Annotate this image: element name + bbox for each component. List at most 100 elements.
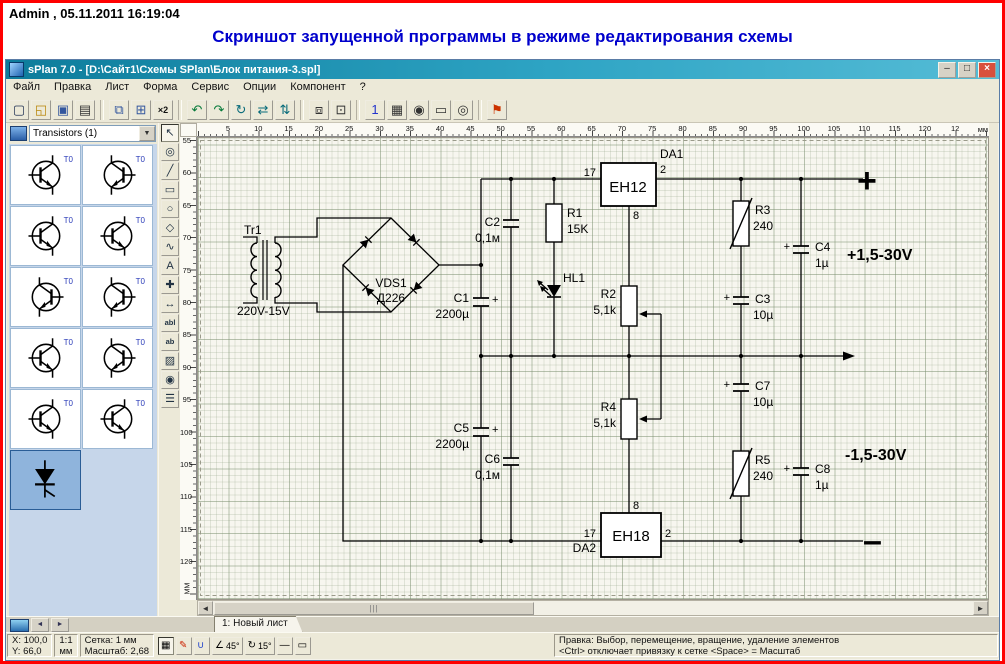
capacitor-c2[interactable] (503, 219, 519, 228)
print-button[interactable]: ▤ (75, 99, 95, 120)
rotate-button[interactable]: ↻ (231, 99, 251, 120)
resistor-r4[interactable] (620, 398, 638, 440)
schematic-svg[interactable]: Tr1 220V-15V VDS1 Д226 C2 0,1м C1 2200µ … (198, 138, 988, 599)
component-transformer-tr1[interactable] (250, 240, 282, 300)
library-item-9[interactable]: T0 (10, 389, 81, 449)
library-item-4[interactable]: T0 (82, 206, 153, 266)
label-c2[interactable]: C2 (485, 215, 501, 229)
maximize-button[interactable]: □ (958, 61, 976, 78)
library-item-6[interactable]: T0 (82, 267, 153, 327)
library-item-3[interactable]: T0 (10, 206, 81, 266)
redo-button[interactable]: ↷ (209, 99, 229, 120)
label-r3-value[interactable]: 240 (753, 219, 773, 233)
ungroup-button[interactable]: ⊡ (331, 99, 351, 120)
rectangle-tool[interactable]: ▭ (161, 181, 179, 199)
led-hl1[interactable] (537, 280, 561, 298)
library-item-1[interactable]: T0 (10, 145, 81, 205)
menu-item-file[interactable]: Файл (13, 81, 41, 93)
undo-button[interactable]: ↶ (187, 99, 207, 120)
label-c7-value[interactable]: 10µ (753, 395, 773, 409)
label-r2-value[interactable]: 5,1k (593, 303, 617, 317)
copy-button[interactable]: ⧉ (109, 99, 129, 120)
polygon-tool[interactable]: ◇ (161, 219, 179, 237)
library-icon[interactable] (10, 126, 27, 141)
library-item-11[interactable] (10, 450, 81, 510)
capacitor-c4[interactable] (793, 245, 809, 254)
library-item-7[interactable]: T0 (10, 328, 81, 388)
zoom-button[interactable]: ◎ (453, 99, 473, 120)
paste-button[interactable]: ⊞ (131, 99, 151, 120)
label-vds1[interactable]: VDS1 (375, 276, 407, 290)
resistor-r1[interactable] (545, 203, 563, 243)
line-width-button[interactable]: — (276, 636, 293, 655)
label-c7[interactable]: C7 (755, 379, 771, 393)
fill-button[interactable]: ▭ (294, 636, 311, 655)
menu-item-component[interactable]: Компонент (290, 81, 346, 93)
library-next-button[interactable]: ► (51, 618, 69, 632)
new-button[interactable]: ▢ (9, 99, 29, 120)
label-c5-value[interactable]: 2200µ (435, 437, 469, 451)
capacitor-c6[interactable] (503, 457, 519, 466)
capacitor-c1[interactable] (473, 297, 489, 307)
label-tool[interactable]: abl (161, 314, 179, 332)
label-r5[interactable]: R5 (755, 453, 771, 467)
label-c4-value[interactable]: 1µ (815, 256, 829, 270)
angle-45-button[interactable]: ∠45° (212, 636, 243, 655)
label-da2[interactable]: DA2 (573, 541, 597, 555)
pen-button[interactable]: ✎ (176, 636, 193, 655)
search-button[interactable]: ◉ (409, 99, 429, 120)
label-c5[interactable]: C5 (454, 421, 470, 435)
multiply-button[interactable]: ×2 (153, 99, 173, 120)
label-tr1-value[interactable]: 220V-15V (237, 304, 290, 318)
wires[interactable] (243, 178, 863, 542)
label-c8[interactable]: C8 (815, 462, 831, 476)
menu-item-sheet[interactable]: Лист (105, 81, 130, 93)
library-pages-icon[interactable] (10, 618, 29, 632)
sheet-number-button[interactable]: 1 (365, 99, 385, 120)
line-tool[interactable]: ╱ (161, 162, 179, 180)
regulator-da2[interactable] (600, 512, 662, 558)
label-vds1-value[interactable]: Д226 (377, 291, 405, 305)
zoom-tool[interactable]: ◎ (161, 143, 179, 161)
horizontal-scrollbar[interactable]: ◄ ||| ► (197, 600, 989, 616)
label-r5-value[interactable]: 240 (753, 469, 773, 483)
minimize-button[interactable]: – (938, 61, 956, 78)
dimension-tool[interactable]: ↔ (161, 295, 179, 313)
label-r3[interactable]: R3 (755, 203, 771, 217)
component-bridge-vds1[interactable] (359, 233, 423, 297)
label-r4-value[interactable]: 5,1k (593, 416, 617, 430)
label-hl1[interactable]: HL1 (563, 271, 585, 285)
library-item-2[interactable]: T0 (82, 145, 153, 205)
ellipse-tool[interactable]: ○ (161, 200, 179, 218)
magnet-button[interactable]: ∪ (194, 636, 211, 655)
bezier-tool[interactable]: ∿ (161, 238, 179, 256)
output-plus-symbol[interactable]: + (857, 162, 877, 200)
label-da1-chip[interactable]: ЕН12 (609, 179, 647, 196)
library-item-5[interactable]: T0 (10, 267, 81, 327)
chevron-down-icon[interactable]: ▼ (139, 126, 155, 141)
label-c8-value[interactable]: 1µ (815, 478, 829, 492)
scroll-right-icon[interactable]: ► (973, 601, 988, 615)
label-r4[interactable]: R4 (601, 400, 617, 414)
label-c1-value[interactable]: 2200µ (435, 307, 469, 321)
zoomglass-tool[interactable]: ◉ (161, 371, 179, 389)
label-da2-chip[interactable]: ЕН18 (612, 528, 650, 545)
group-button[interactable]: ⧈ (309, 99, 329, 120)
menu-item-service[interactable]: Сервис (191, 81, 230, 93)
capacitor-c7[interactable] (733, 383, 749, 392)
open-button[interactable]: ◱ (31, 99, 51, 120)
component-editor-button[interactable]: ⚑ (487, 99, 507, 120)
sheet-tab[interactable]: 1: Новый лист (214, 616, 303, 633)
library-item-10[interactable]: T0 (82, 389, 153, 449)
library-selector[interactable]: Transistors (1) ▼ (29, 125, 156, 142)
capacitor-c5[interactable] (473, 427, 489, 437)
label-tr1[interactable]: Tr1 (244, 223, 262, 237)
frame-button[interactable]: ▭ (431, 99, 451, 120)
mirror-horizontal-button[interactable]: ⇄ (253, 99, 273, 120)
label-r1-value[interactable]: 15K (567, 222, 588, 236)
label-voltage-positive[interactable]: +1,5-30V (847, 247, 913, 264)
title-bar[interactable]: sPlan 7.0 - [D:\Сайт1\Схемы SPlan\Блок п… (6, 60, 999, 79)
select-tool[interactable]: ↖ (161, 124, 179, 142)
label-r2[interactable]: R2 (601, 287, 617, 301)
close-button[interactable]: × (978, 61, 996, 78)
